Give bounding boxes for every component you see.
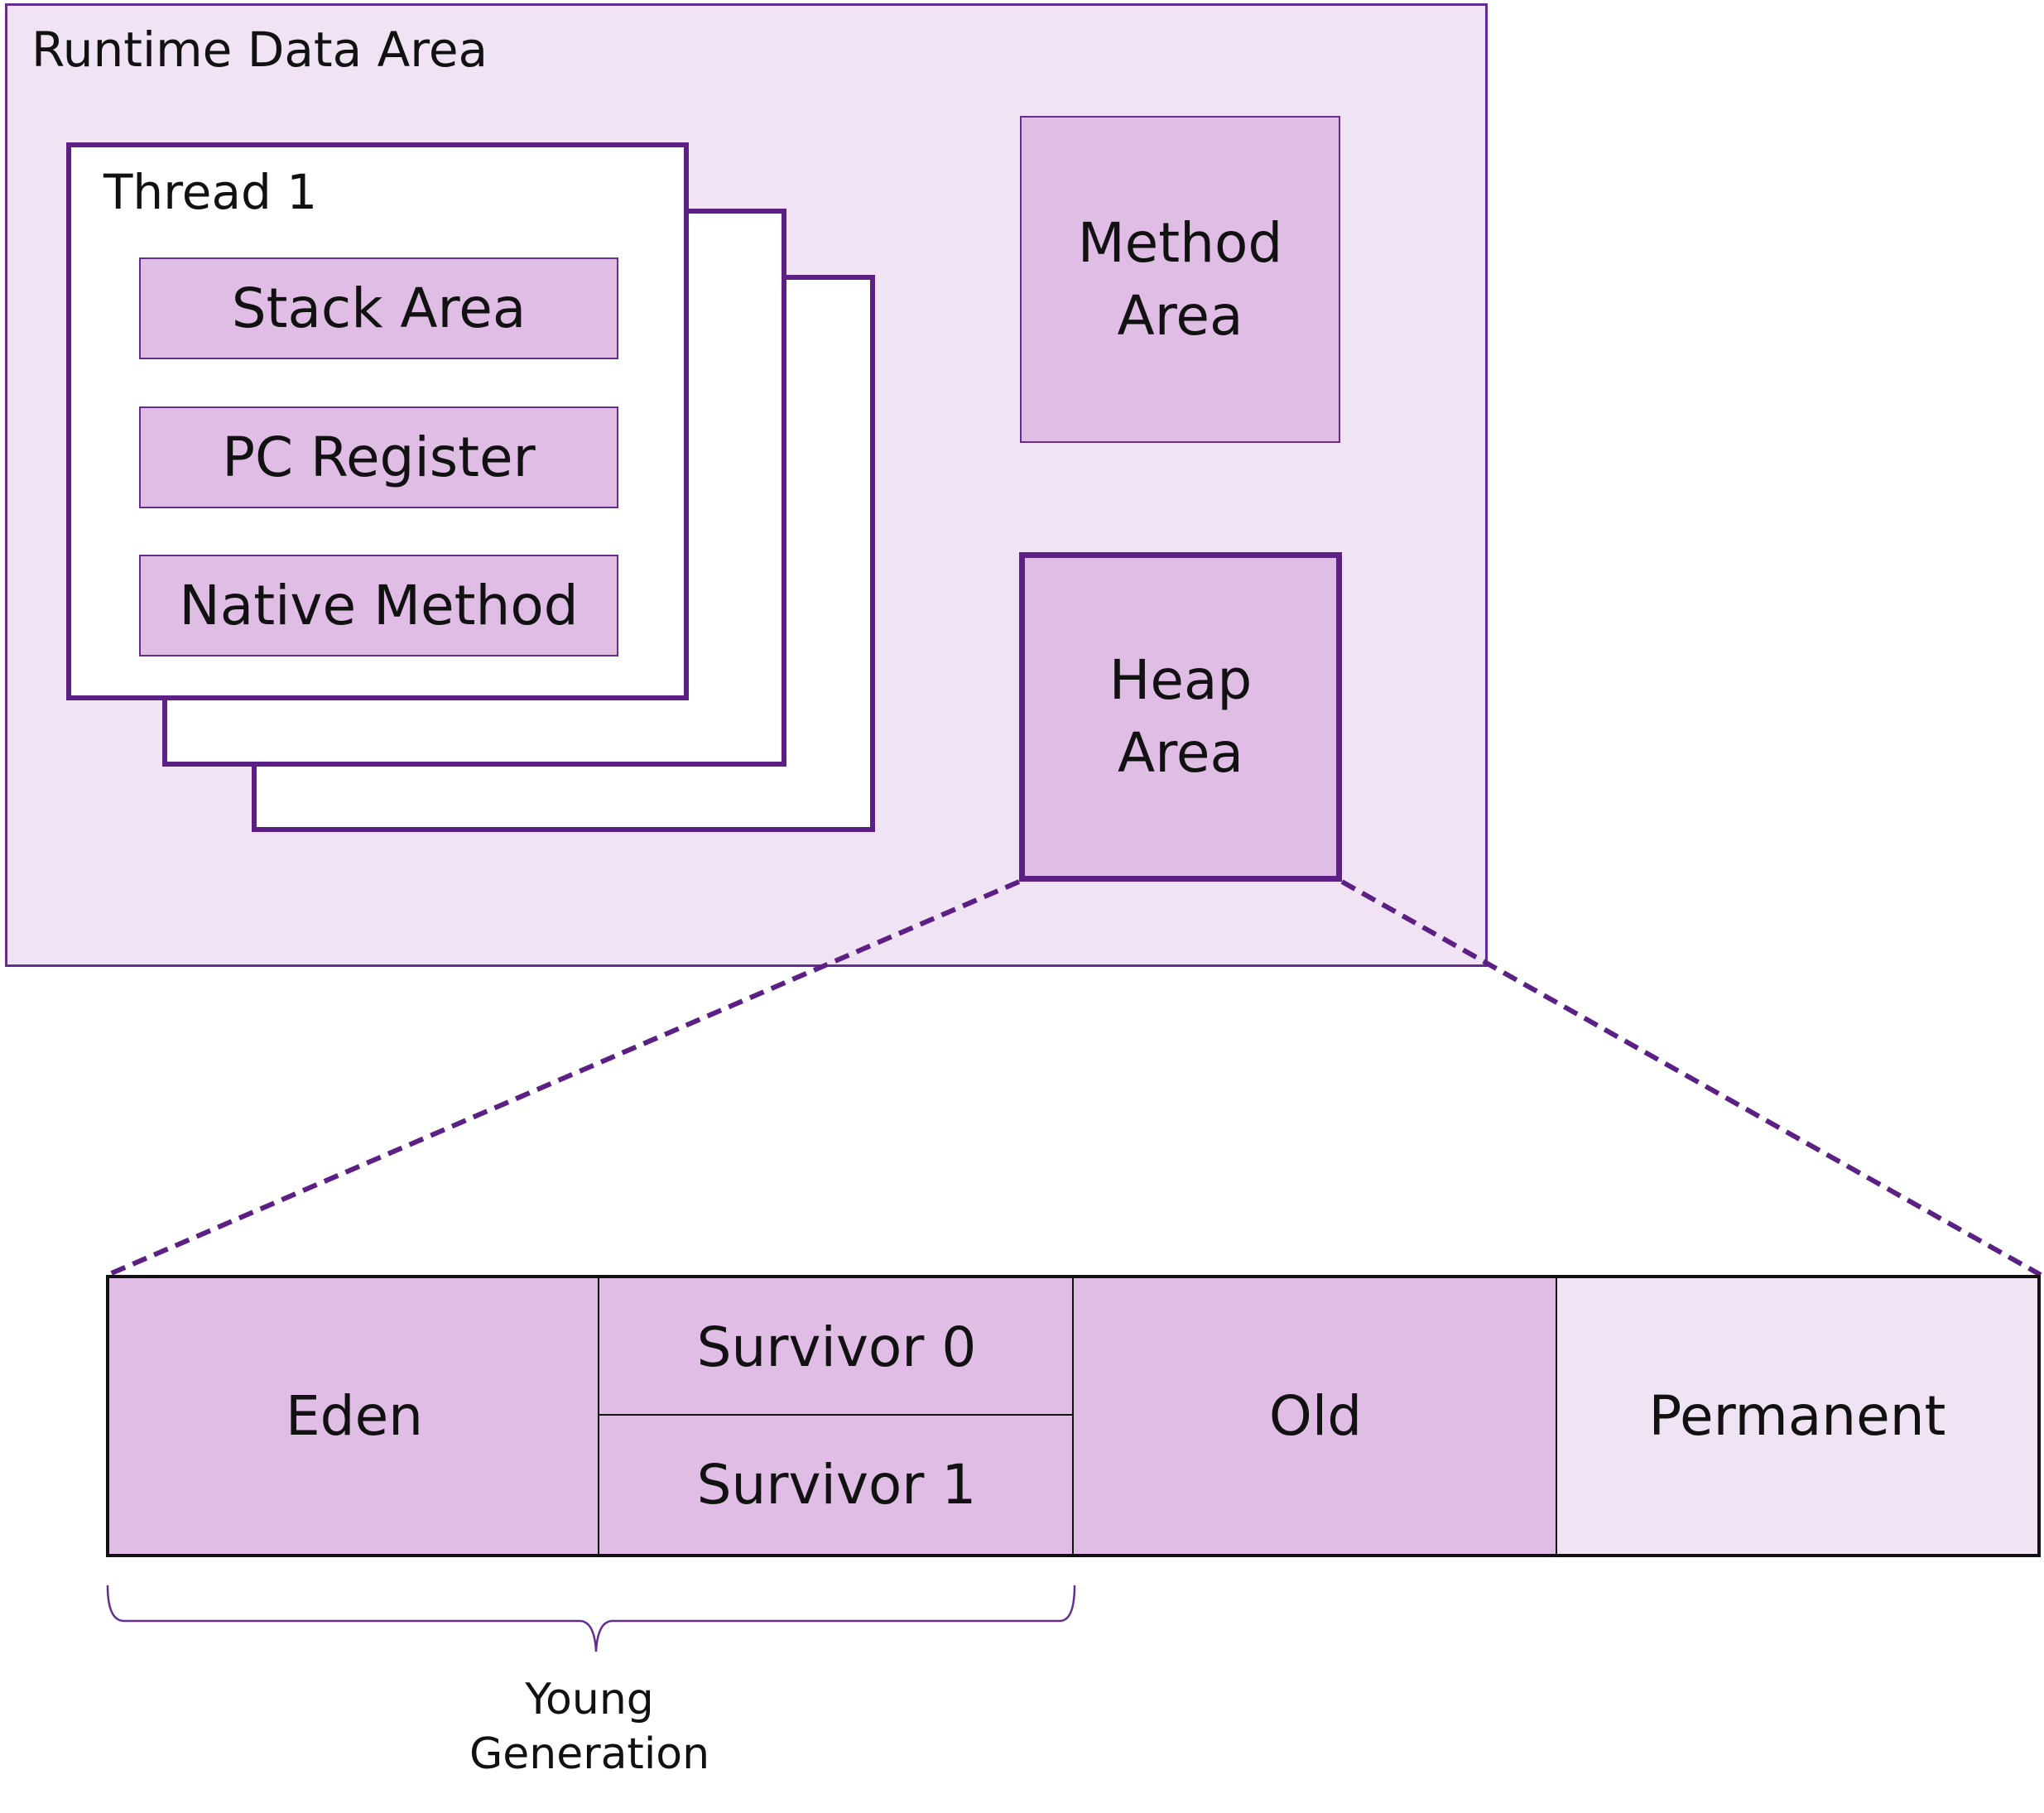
runtime-data-area-title: Runtime Data Area [31,22,488,78]
permanent-segment: Permanent [1556,1275,2041,1557]
method-area-label-line2: Area [1117,283,1243,348]
method-area-label-line1: Method [1077,210,1283,275]
survivor-0-segment: Survivor 0 [598,1275,1075,1417]
eden-segment: Eden [106,1275,601,1557]
heap-area-box: Heap Area [1019,552,1342,882]
young-generation-label: Young Generation [447,1672,732,1782]
heap-area-label-line1: Heap [1109,648,1253,712]
young-generation-line1: Young [525,1675,654,1724]
thread-title: Thread 1 [103,164,318,220]
old-segment: Old [1072,1275,1559,1557]
young-generation-line2: Generation [469,1729,710,1779]
survivor-1-segment: Survivor 1 [598,1414,1075,1557]
native-method-box: Native Method [139,555,618,656]
expand-line-right [1340,879,2042,1277]
pc-register-box: PC Register [139,406,618,508]
heap-area-label-line2: Area [1118,721,1243,785]
method-area-box: Method Area [1020,116,1340,443]
stack-area-box: Stack Area [139,257,618,359]
young-generation-brace [106,1585,1076,1652]
expand-line-left [106,879,1021,1277]
